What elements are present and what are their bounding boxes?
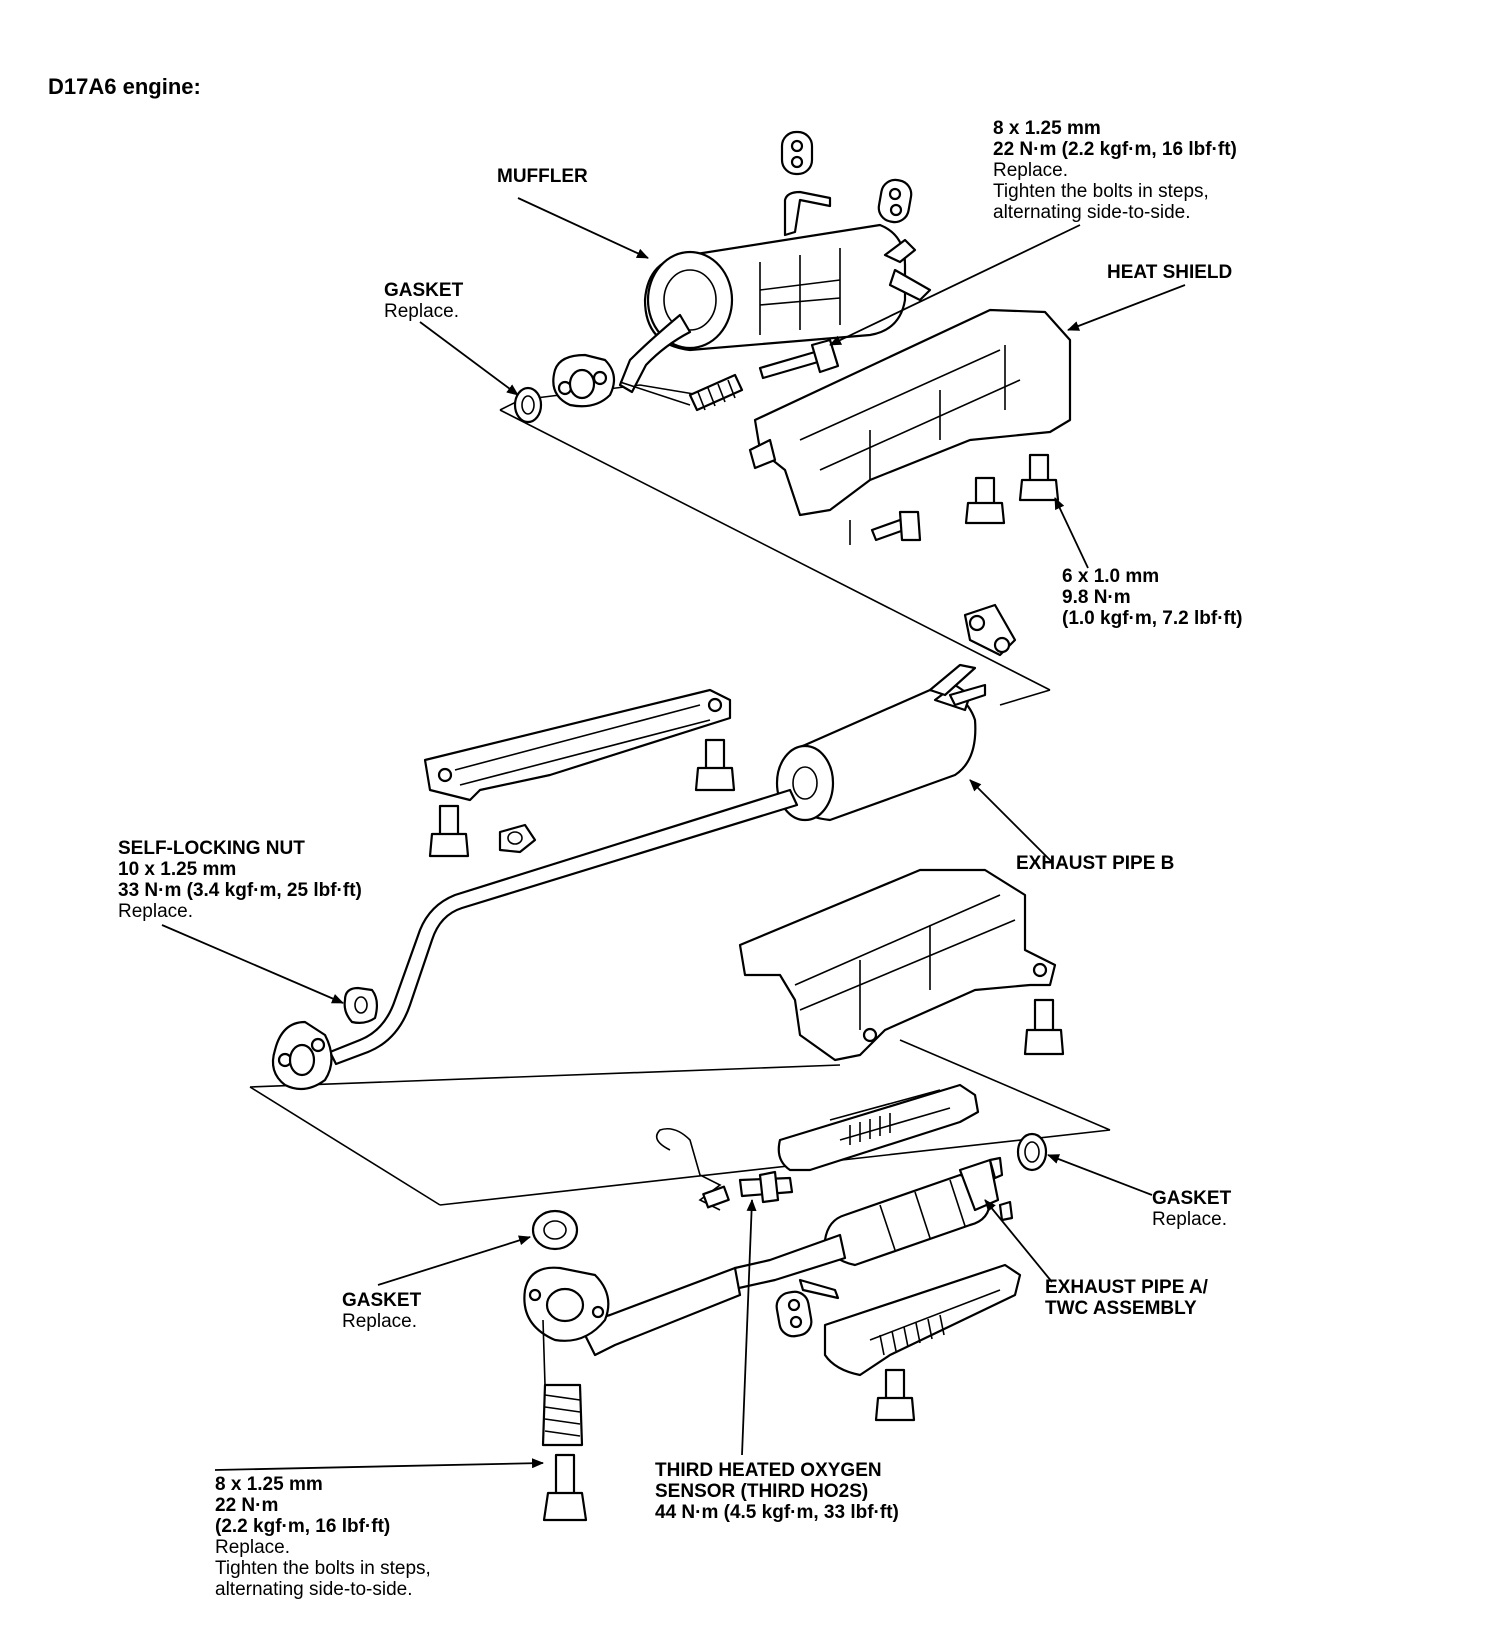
label-exhaust-pipe-a: EXHAUST PIPE A/ TWC ASSEMBLY bbox=[1045, 1277, 1208, 1319]
heat-shield-bolt-3 bbox=[870, 510, 922, 542]
exhaust-pipe-b-flange bbox=[271, 1020, 333, 1091]
muffler bbox=[618, 190, 932, 394]
exhaust-pipe-a-twc bbox=[583, 1156, 1014, 1357]
bolt-bottom bbox=[542, 1453, 588, 1522]
label-third-ho2s: THIRD HEATED OXYGEN SENSOR (THIRD HO2S) … bbox=[655, 1460, 899, 1523]
rubber-hanger-top-2 bbox=[877, 178, 913, 224]
spring-top bbox=[688, 373, 744, 412]
heat-shield-bolt-2 bbox=[964, 476, 1006, 525]
bolt-top bbox=[758, 338, 840, 380]
alignment-plane-lower bbox=[249, 1039, 1111, 1206]
gasket-top bbox=[513, 386, 543, 424]
heat-shield-lower bbox=[738, 868, 1057, 1062]
third-ho2s-sensor bbox=[655, 1127, 794, 1211]
middle-bolt-right bbox=[694, 738, 736, 792]
heat-shield-bolt-1 bbox=[1018, 453, 1060, 502]
label-gasket-right: GASKET Replace. bbox=[1152, 1188, 1232, 1230]
hanger-bracket bbox=[963, 603, 1017, 657]
label-small-bolt-spec: 6 x 1.0 mm 9.8 N·m (1.0 kgf·m, 7.2 lbf·f… bbox=[1062, 566, 1243, 629]
label-bottom-bolt-spec: 8 x 1.25 mm 22 N·m (2.2 kgf·m, 16 lbf·ft… bbox=[215, 1474, 431, 1600]
label-heat-shield: HEAT SHIELD bbox=[1107, 262, 1233, 283]
muffler-flange bbox=[552, 353, 616, 408]
gasket-left bbox=[531, 1209, 579, 1251]
label-exhaust-pipe-b: EXHAUST PIPE B bbox=[1016, 853, 1175, 874]
middle-bolt-left bbox=[428, 804, 470, 858]
heat-shield-upper bbox=[748, 308, 1072, 517]
twc-cover-lower bbox=[823, 1263, 1022, 1377]
self-locking-nut bbox=[343, 986, 379, 1024]
heat-shield-middle bbox=[423, 688, 732, 802]
heat-shield-lower-bolt bbox=[1023, 998, 1065, 1056]
middle-nut bbox=[498, 823, 537, 854]
twc-cover-lower-bolt bbox=[874, 1368, 916, 1422]
gasket-right bbox=[1016, 1132, 1048, 1172]
label-top-bolt-spec: 8 x 1.25 mm 22 N·m (2.2 kgf·m, 16 lbf·ft… bbox=[993, 118, 1237, 223]
label-gasket-top: GASKET Replace. bbox=[384, 280, 464, 322]
label-muffler: MUFFLER bbox=[497, 166, 588, 187]
label-self-locking-nut: SELF-LOCKING NUT 10 x 1.25 mm 33 N·m (3.… bbox=[118, 838, 362, 922]
exhaust-pipe-b bbox=[328, 663, 987, 1066]
spring-bottom bbox=[541, 1383, 584, 1447]
rubber-hanger-lower bbox=[775, 1278, 840, 1338]
twc-cover-upper bbox=[777, 1083, 980, 1172]
leader-lines bbox=[161, 197, 1186, 1471]
rubber-hanger-top-1 bbox=[780, 130, 814, 176]
page-title: D17A6 engine: bbox=[48, 74, 201, 99]
label-gasket-left: GASKET Replace. bbox=[342, 1290, 422, 1332]
exhaust-pipe-a-flange bbox=[523, 1266, 610, 1342]
